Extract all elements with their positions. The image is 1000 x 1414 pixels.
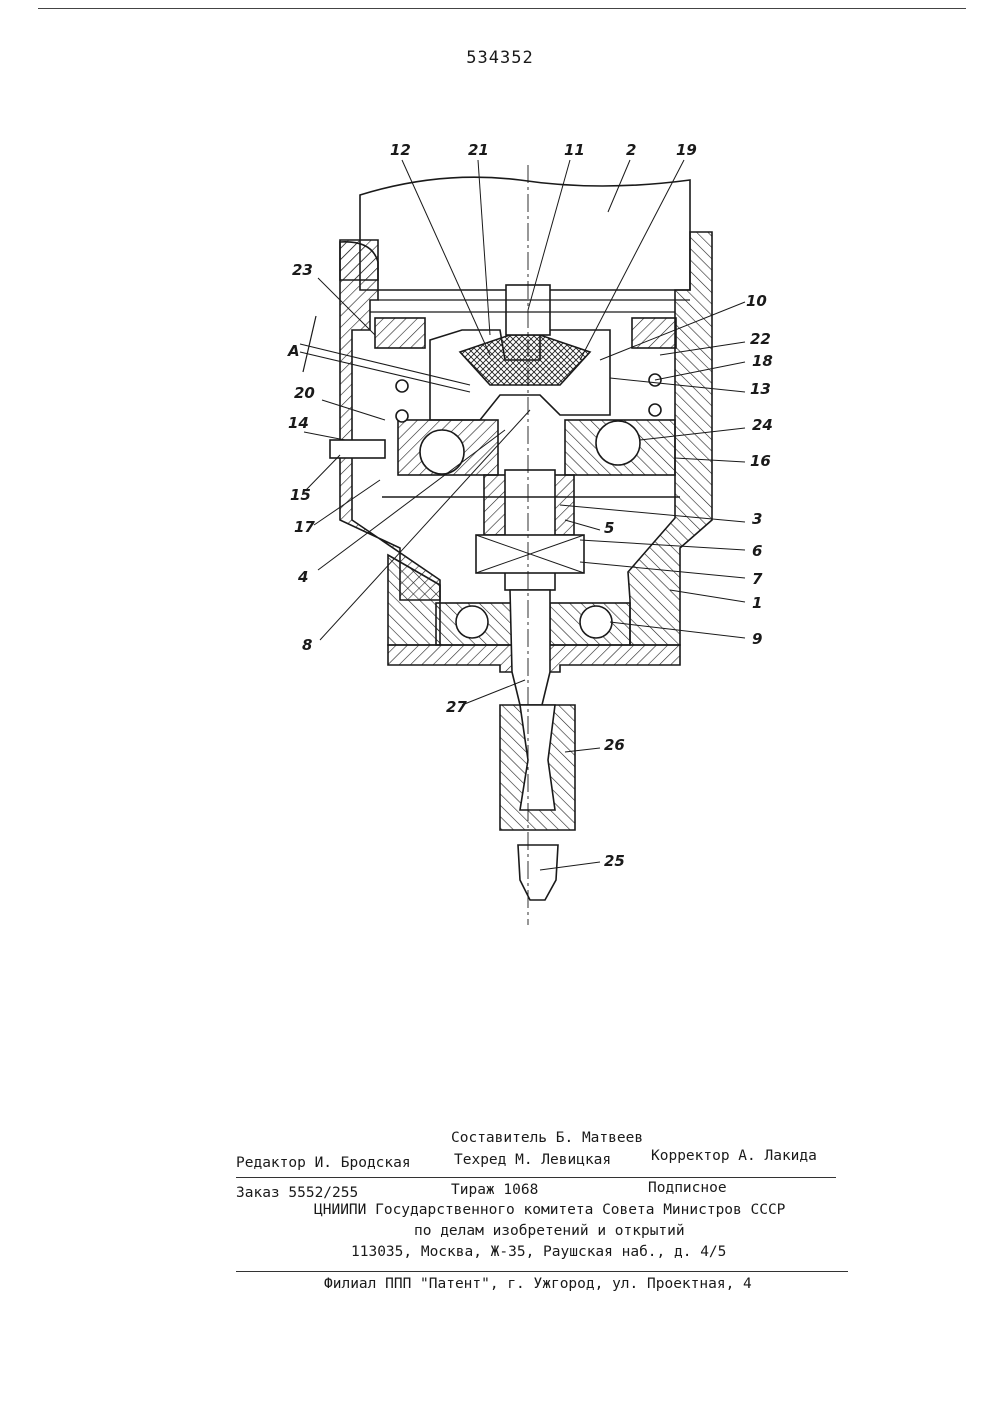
subscription-line: Подписное	[648, 1180, 727, 1196]
label-6: 6	[752, 542, 762, 560]
label-8: 8	[302, 636, 312, 654]
branch-line: Филиал ППП "Патент", г. Ужгород, ул. Про…	[324, 1276, 752, 1292]
separator-1	[236, 1177, 836, 1178]
label-5: 5	[604, 519, 614, 537]
disc-22-right	[632, 318, 676, 348]
label-2: 2	[626, 141, 636, 159]
label-1: 1	[752, 594, 762, 612]
label-11: 11	[564, 141, 585, 159]
label-17: 17	[294, 518, 315, 536]
label-23: 23	[292, 261, 313, 279]
tool-25	[518, 845, 558, 900]
techred-line: Техред М. Левицкая	[454, 1152, 611, 1168]
label-A: A	[287, 342, 300, 360]
separator-2	[236, 1271, 848, 1272]
compiler-line: Составитель Б. Матвеев	[451, 1130, 643, 1146]
editor-line: Редактор И. Бродская	[236, 1155, 411, 1171]
label-26: 26	[604, 736, 625, 754]
corrector-line: Корректор А. Лакида	[651, 1148, 817, 1164]
address-line: 113035, Москва, Ж-35, Раушская наб., д. …	[351, 1244, 726, 1260]
technical-drawing: 12 21 11 2 19 23 A 20 14 15 17 4 8 10 22…	[0, 0, 1000, 1000]
circulation-line: Тираж 1068	[451, 1182, 538, 1198]
label-13: 13	[750, 380, 771, 398]
label-4: 4	[297, 568, 308, 586]
label-14: 14	[288, 414, 309, 432]
label-27: 27	[446, 698, 467, 716]
label-19: 19	[676, 141, 697, 159]
label-18: 18	[752, 352, 773, 370]
screw-14	[330, 440, 385, 458]
label-21: 21	[468, 141, 489, 159]
ball-left	[420, 430, 464, 474]
label-20: 20	[294, 384, 315, 402]
label-12: 12	[390, 141, 411, 159]
label-24: 24	[752, 416, 773, 434]
label-9: 9	[752, 630, 762, 648]
label-7: 7	[752, 570, 763, 588]
label-25: 25	[604, 852, 625, 870]
label-3: 3	[752, 510, 762, 528]
disc-23-left	[375, 318, 425, 348]
label-22: 22	[750, 330, 771, 348]
ball-24	[596, 421, 640, 465]
institute-line: ЦНИИПИ Государственного комитета Совета …	[314, 1202, 785, 1218]
spindle-27	[510, 590, 550, 705]
bearing-ball-left	[456, 606, 488, 638]
affairs-line: по делам изобретений и открытий	[414, 1223, 685, 1239]
label-15: 15	[290, 486, 311, 504]
label-10: 10	[746, 292, 767, 310]
bearing-ball-right	[580, 606, 612, 638]
label-16: 16	[750, 452, 771, 470]
order-line: Заказ 5552/255	[236, 1185, 358, 1201]
motor-body	[360, 177, 690, 290]
